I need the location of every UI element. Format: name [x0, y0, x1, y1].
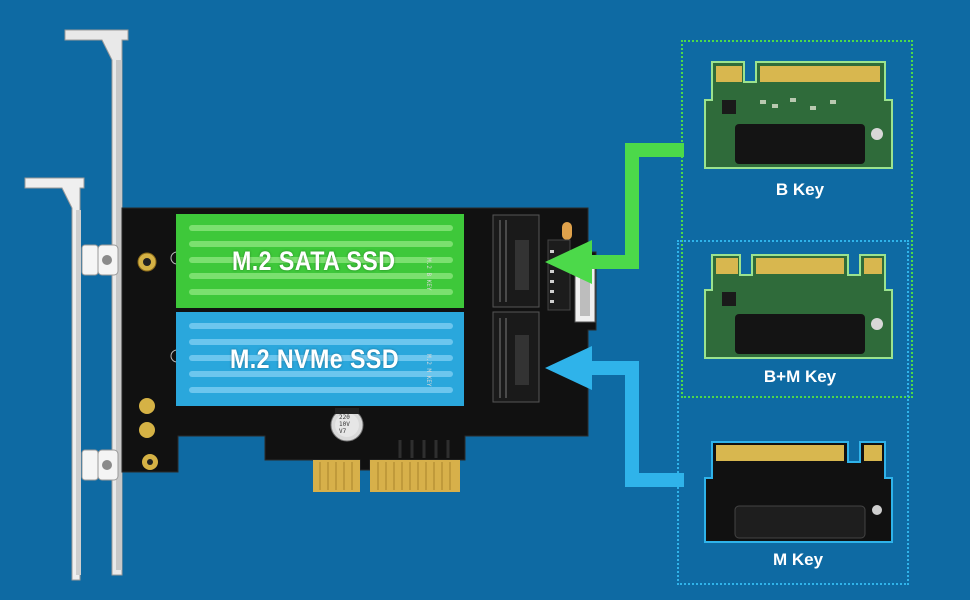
bm-key-label: B+M Key — [763, 367, 837, 386]
bm-key-module — [704, 254, 893, 359]
nvme-ssd-area — [176, 312, 464, 406]
bracket-short — [24, 177, 99, 581]
bracket-tall — [64, 29, 129, 576]
nvme-ssd-label: M.2 NVMe SSD — [230, 344, 400, 374]
nvme-arrow-icon — [545, 346, 684, 487]
sata-arrow-icon — [545, 143, 684, 284]
b-key-group-box — [681, 40, 913, 398]
sata-ssd-area — [176, 214, 464, 308]
sata-ssd-label: M.2 SATA SSD — [232, 246, 396, 276]
capacitor-marking: 220 10V V7 — [339, 414, 350, 435]
sata-key-mark: M.2 B KEY — [425, 258, 432, 291]
m-key-label: M Key — [772, 550, 824, 569]
m-key-group-box — [677, 240, 909, 585]
b-key-module — [704, 61, 893, 169]
b-key-label: B Key — [775, 180, 825, 199]
m-key-module — [704, 441, 893, 543]
nvme-key-mark: M.2 M KEY — [425, 354, 432, 387]
